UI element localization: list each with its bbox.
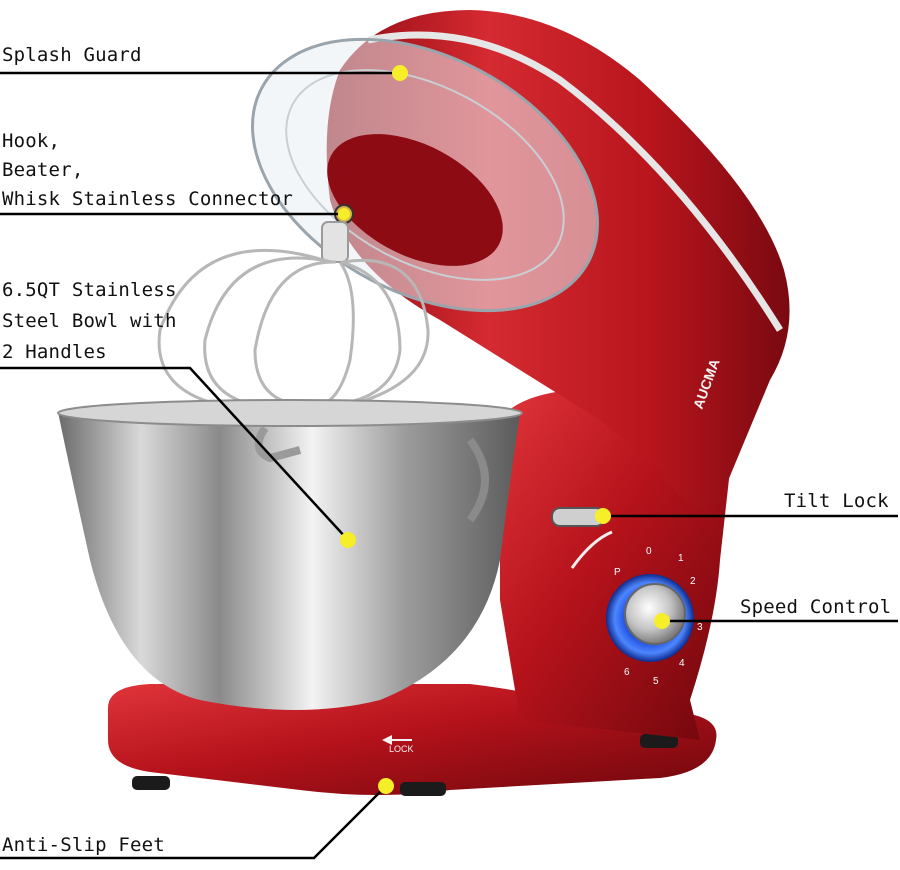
dial-mark-5: 5 (653, 676, 659, 687)
marker-bowl (340, 532, 356, 548)
speed-control-knob (624, 583, 686, 645)
bowl-rim (57, 399, 523, 427)
label-connector-line3: Whisk Stainless Connector (2, 188, 293, 210)
marker-tilt-lock (595, 508, 611, 524)
label-tilt-lock: Tilt Lock (784, 490, 889, 512)
splash-guard-rim (285, 69, 565, 281)
bowl-handle-side (466, 437, 489, 523)
marker-anti-slip-feet (378, 778, 394, 794)
dial-mark-3: 3 (697, 622, 703, 633)
label-splash-guard: Splash Guard (2, 44, 142, 66)
wire-whisk (157, 221, 430, 412)
base-lock-label: LOCK (389, 744, 414, 754)
bowl-handle-front (254, 425, 302, 463)
dial-mark-4: 4 (679, 658, 685, 669)
foot-center (400, 782, 446, 796)
line-anti-slip-feet (0, 785, 387, 860)
marker-splash-guard (392, 65, 408, 81)
dial-numbers: 0 1 2 3 4 5 6 P (614, 546, 703, 687)
label-bowl-line2: Steel Bowl with (2, 310, 177, 332)
chrome-trim (367, 31, 783, 332)
stainless-bowl (58, 405, 520, 710)
label-anti-slip-feet: Anti-Slip Feet (2, 834, 165, 856)
marker-speed-control (654, 613, 670, 629)
tilt-arrow (570, 530, 613, 569)
dial-mark-1: 1 (678, 553, 684, 564)
label-connector-line2: Beater, (2, 159, 84, 181)
label-bowl-line1: 6.5QT Stainless (2, 279, 177, 301)
line-bowl (0, 366, 349, 541)
foot-right (640, 734, 678, 748)
label-speed-control: Speed Control (740, 596, 892, 618)
label-connector-line1: Hook, (2, 130, 61, 152)
dial-mark-0: 0 (646, 546, 652, 557)
head-underside (327, 134, 503, 266)
foot-left-front (132, 776, 170, 790)
callout-markers (338, 65, 670, 794)
marker-connector (338, 208, 350, 220)
dial-mark-6: 6 (624, 667, 630, 678)
callout-lines (0, 71, 898, 860)
lock-arrow-icon (382, 735, 392, 745)
label-bowl-line3: 2 Handles (2, 341, 107, 363)
dial-mark-2: 2 (690, 576, 696, 587)
dial-mark-p: P (614, 567, 621, 578)
